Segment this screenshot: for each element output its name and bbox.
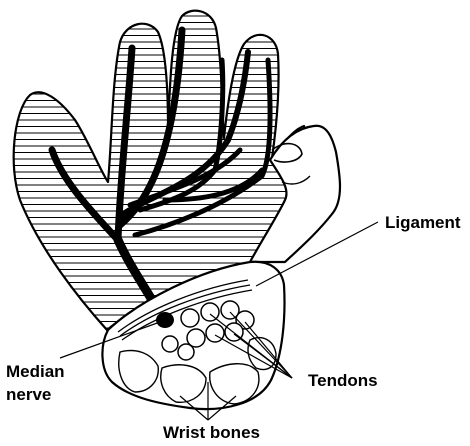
median-nerve [156,312,174,328]
ligament-label: Ligament [385,213,461,232]
median-nerve-label-line2: nerve [6,385,51,404]
median-nerve-label-line1: Median [6,362,65,381]
wrist-bones-label: Wrist bones [163,423,260,442]
tendons-label: Tendons [308,371,378,390]
